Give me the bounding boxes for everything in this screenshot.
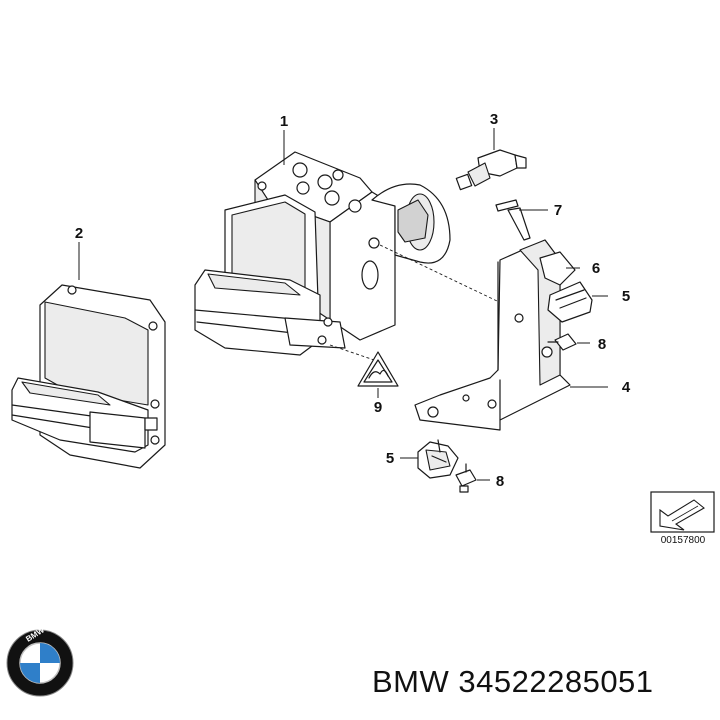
damper-part-5-upper <box>547 281 593 323</box>
mount-part-6 <box>539 251 576 286</box>
bmw-logo: BMW <box>6 629 74 697</box>
bolt-part-7 <box>495 199 531 241</box>
reference-code: 00157800 <box>661 535 706 546</box>
control-unit-part-2 <box>11 284 166 469</box>
callout-4: 4 <box>622 379 631 396</box>
callout-9: 9 <box>374 399 382 416</box>
reference-box: 00157800 <box>650 491 715 546</box>
callout-8-upper: 8 <box>598 336 606 353</box>
part-number: 34522285051 <box>458 664 654 699</box>
brand-name: BMW <box>372 664 450 699</box>
callout-6: 6 <box>592 260 600 277</box>
part-label: BMW 34522285051 <box>372 664 654 700</box>
callout-5-lower: 5 <box>386 450 394 467</box>
screw-part-8-upper <box>547 333 577 351</box>
warning-label-part-9 <box>357 351 399 387</box>
hydraulic-unit-part-1 <box>194 151 451 356</box>
screw-part-8-lower <box>455 463 477 493</box>
callout-3: 3 <box>490 111 498 128</box>
callout-1: 1 <box>280 113 288 130</box>
damper-part-5-lower <box>417 439 459 479</box>
sensor-part-3 <box>455 149 527 191</box>
callout-2: 2 <box>75 225 83 242</box>
callout-7: 7 <box>554 202 562 219</box>
callout-8-lower: 8 <box>496 473 504 490</box>
callout-5-upper: 5 <box>622 288 630 305</box>
